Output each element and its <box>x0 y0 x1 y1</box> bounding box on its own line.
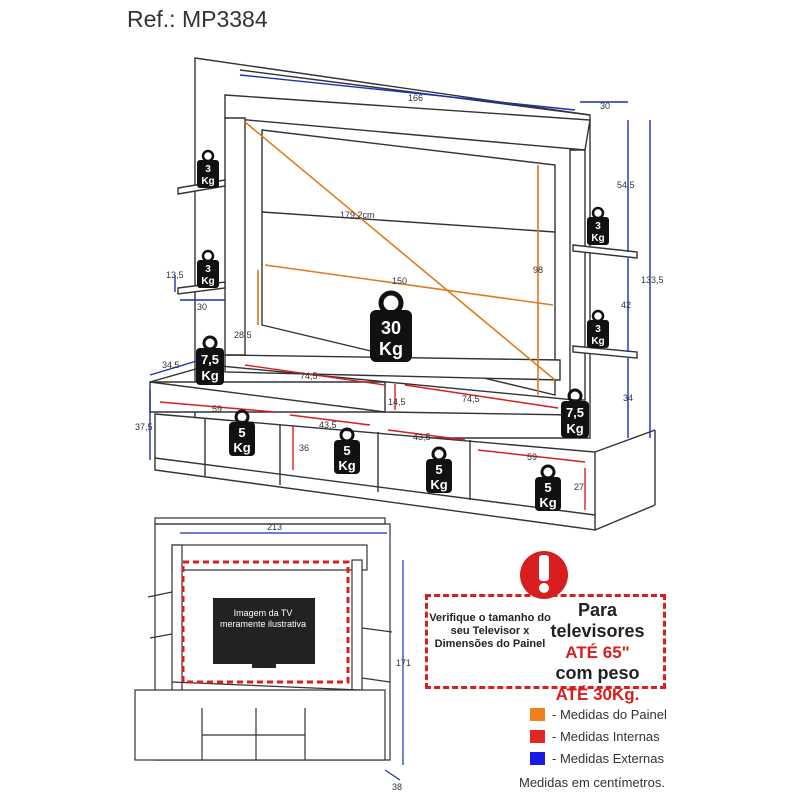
dim-depth-panel: 30 <box>600 101 610 111</box>
dim-drawer-c: 43,5 <box>413 432 431 442</box>
svg-text:7,5: 7,5 <box>201 352 219 367</box>
overall-depth-line <box>384 769 401 781</box>
weight-niche-3: 5 Kg <box>426 446 452 493</box>
svg-text:3: 3 <box>205 264 211 275</box>
weight-shelf-mid-left: 3 Kg <box>197 249 219 288</box>
warning-line-4: ATÉ 30Kg. <box>555 685 640 704</box>
legend-label-external: - Medidas Externas <box>552 751 664 766</box>
svg-text:Kg: Kg <box>379 339 403 359</box>
dim-rack-depth: 34,5 <box>162 360 180 370</box>
svg-text:Kg: Kg <box>591 233 604 244</box>
weight-niche-1: 5 Kg <box>229 409 255 456</box>
legend-swatch-blue <box>530 752 545 765</box>
svg-text:Kg: Kg <box>233 440 250 455</box>
furniture-outline <box>149 57 656 531</box>
dim-shelf-depth: 13,5 <box>166 270 184 280</box>
legend-swatch-orange <box>530 708 545 721</box>
dim-drawer-b: 43,5 <box>319 420 337 430</box>
svg-text:7,5: 7,5 <box>566 405 584 420</box>
warning-icon <box>520 551 568 599</box>
weight-base-right: 7,5 Kg <box>561 388 589 438</box>
tv-frame-dashed <box>181 560 350 684</box>
internal-measure-lines <box>159 364 586 510</box>
units-note: Medidas em centímetros. <box>519 775 665 790</box>
legend-label-panel: - Medidas do Painel <box>552 707 667 722</box>
warning-right-text: Para televisores ATÉ 65" com peso ATÉ 30… <box>530 600 665 705</box>
svg-text:Kg: Kg <box>338 458 355 473</box>
svg-text:3: 3 <box>205 164 211 175</box>
warning-line-3: com peso <box>555 663 640 683</box>
dim-screen-width: 150 <box>392 276 407 286</box>
legend-swatch-red <box>530 730 545 743</box>
svg-text:5: 5 <box>343 443 350 458</box>
svg-text:5: 5 <box>435 462 442 477</box>
warning-box <box>425 594 666 689</box>
dim-overall-depth: 38 <box>392 782 402 792</box>
dim-shelf-width: 30 <box>197 302 207 312</box>
reference-code: Ref.: MP3384 <box>127 6 268 32</box>
dim-lower-gap: 34 <box>623 393 633 403</box>
warning-line-2: ATÉ 65" <box>565 643 630 662</box>
dim-side-height: 28,5 <box>234 330 252 340</box>
weight-shelf-top-left: 3 Kg <box>197 149 219 188</box>
svg-text:3: 3 <box>595 221 601 232</box>
weight-panel: 30 Kg <box>370 290 412 362</box>
dim-screen-height: 98 <box>533 265 543 275</box>
weight-shelf-top-right: 3 Kg <box>587 206 609 245</box>
warning-left-text: Verifique o tamanho do seu Televisor x D… <box>429 612 551 650</box>
dim-screen-diag: 179,2cm <box>340 210 375 220</box>
dim-niche-gap: 14,5 <box>388 397 406 407</box>
svg-text:30: 30 <box>381 318 401 338</box>
svg-text:Kg: Kg <box>539 495 556 510</box>
weight-icons: 3 Kg 3 Kg 3 Kg 3 Kg 30 Kg <box>196 149 609 511</box>
dim-niche-b: 74,5 <box>462 394 480 404</box>
dim-drawer-a: 59 <box>212 404 222 414</box>
legend-label-internal: - Medidas Internas <box>552 729 660 744</box>
svg-text:5: 5 <box>544 480 551 495</box>
dim-overall-height: 171 <box>396 658 411 668</box>
svg-text:5: 5 <box>238 425 245 440</box>
warning-line-1: Para televisores <box>550 600 645 641</box>
svg-text:3: 3 <box>595 324 601 335</box>
svg-text:Kg: Kg <box>201 276 214 287</box>
dim-rack-height: 37,5 <box>135 422 153 432</box>
dim-width-total: 166 <box>408 93 423 103</box>
dim-height-upper: 54,5 <box>617 180 635 190</box>
svg-text:Kg: Kg <box>566 421 583 436</box>
tv-stand <box>252 664 276 668</box>
dim-drawer-d: 59 <box>527 452 537 462</box>
weight-shelf-low-right: 3 Kg <box>587 309 609 348</box>
svg-text:Kg: Kg <box>201 176 214 187</box>
svg-text:Kg: Kg <box>591 336 604 347</box>
dim-height-total: 133,5 <box>641 275 664 285</box>
dim-drawer-height: 36 <box>299 443 309 453</box>
dim-shelf-gap: 42 <box>621 300 631 310</box>
weight-base-left: 7,5 Kg <box>196 335 224 385</box>
tv-illustration <box>213 598 315 664</box>
front-view-outline <box>134 517 393 761</box>
panel-measure-lines <box>244 121 556 395</box>
svg-text:Kg: Kg <box>430 477 447 492</box>
dim-overall-width: 213 <box>267 522 282 532</box>
dim-niche-a: 74,5 <box>300 371 318 381</box>
tv-illustration-note: Imagem da TV meramente ilustrativa <box>219 608 307 629</box>
external-measure-lines <box>149 74 651 460</box>
weight-niche-4: 5 Kg <box>535 464 561 511</box>
dim-drawer-side: 27 <box>574 482 584 492</box>
weight-niche-2: 5 Kg <box>334 427 360 474</box>
svg-text:Kg: Kg <box>201 368 218 383</box>
